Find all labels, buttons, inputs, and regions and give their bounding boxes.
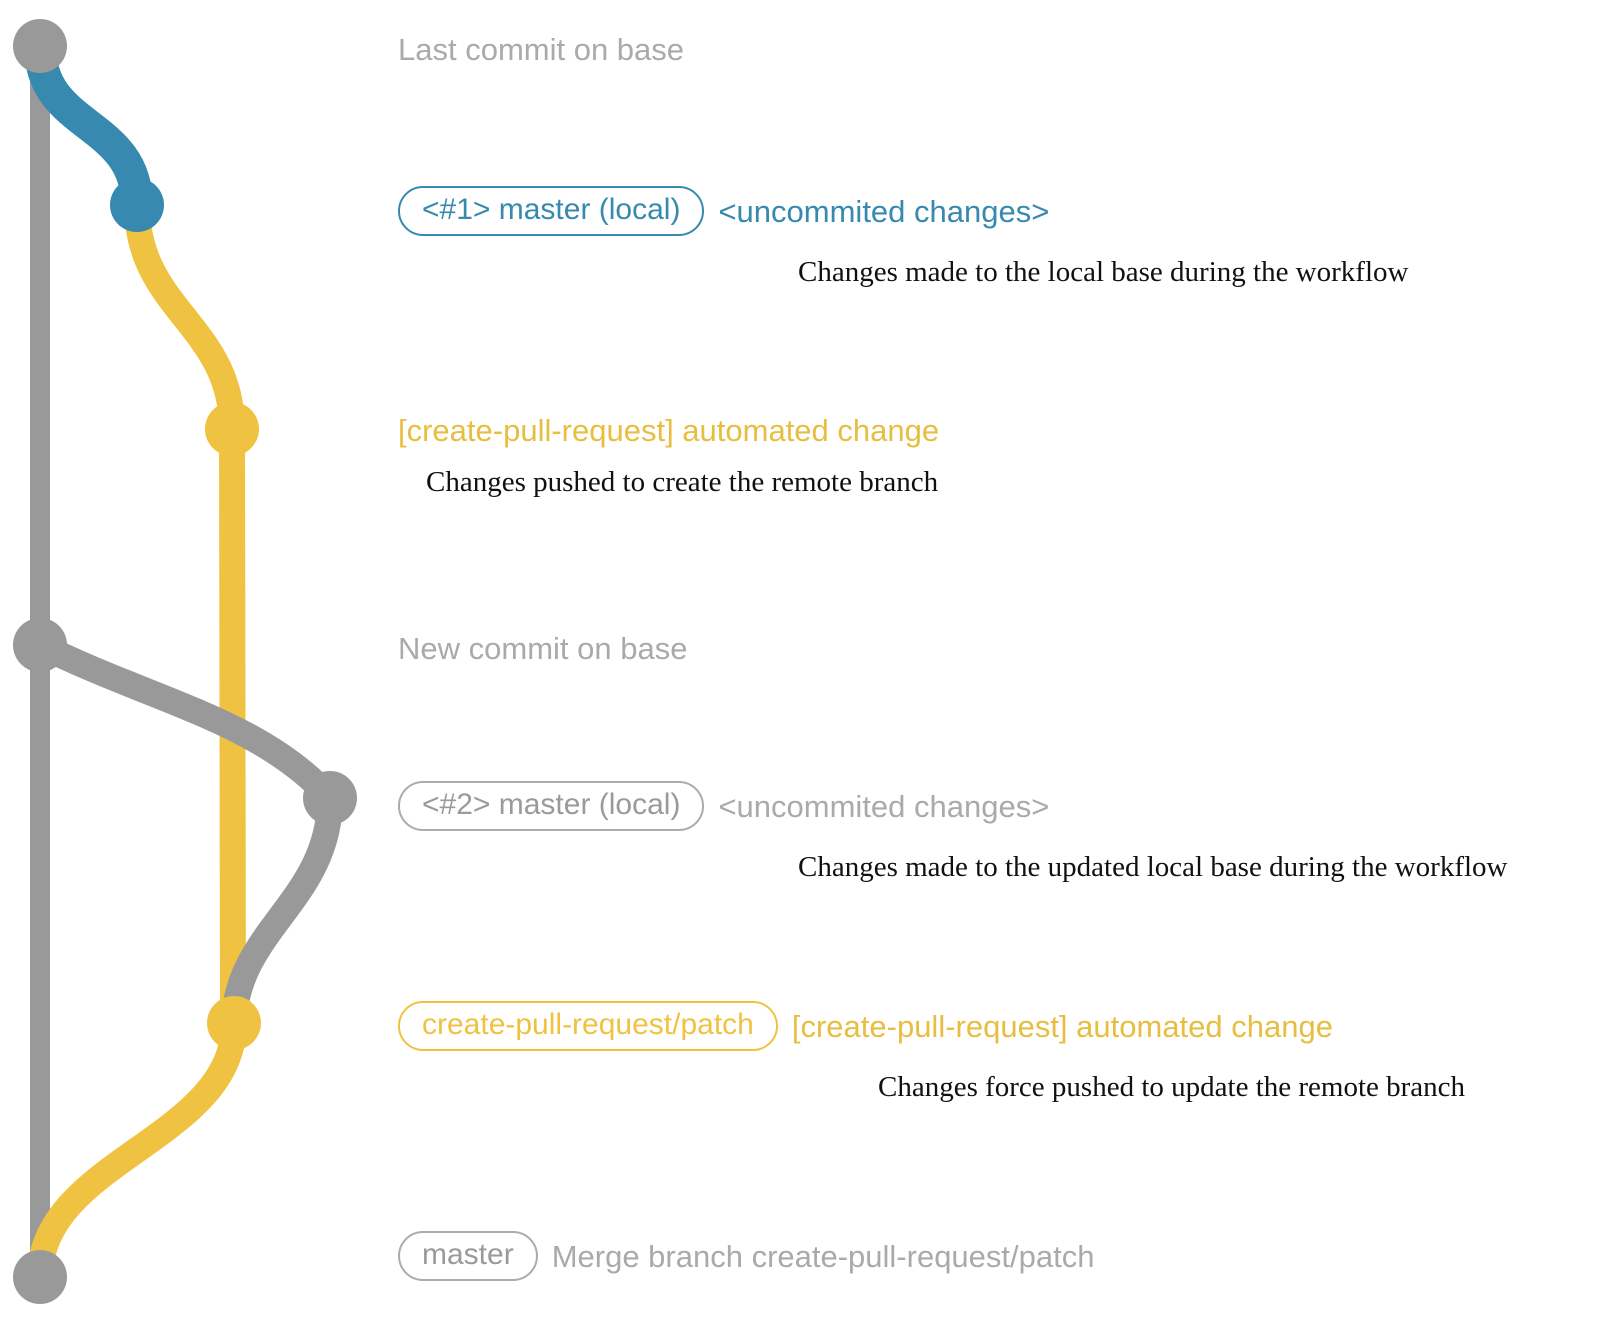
- commit-row-last-commit-on-base: Last commit on base: [398, 34, 684, 65]
- commit-subject: <uncommited changes>: [718, 193, 1050, 229]
- new-commit-on-base-node: [13, 618, 67, 672]
- commit-row-automated-change-1: [create-pull-request] automated change C…: [398, 415, 939, 497]
- git-graph: [13, 19, 357, 1304]
- local-branch-grey-edge-out: [27, 632, 343, 811]
- remote-branch-edge-1: [124, 192, 245, 442]
- ref-badge-master-local-1[interactable]: <#1> master (local): [398, 186, 705, 236]
- commit-note: Changes force pushed to update the remot…: [878, 1071, 1466, 1103]
- commit-headline: master Merge branch create-pull-request/…: [398, 1231, 1094, 1281]
- commit-headline: <#2> master (local) <uncommited changes>: [398, 781, 1508, 831]
- commit-row-new-commit-on-base: New commit on base: [398, 633, 687, 664]
- commit-note: Changes pushed to create the remote bran…: [426, 466, 939, 498]
- ref-badge-master-local-2[interactable]: <#2> master (local): [398, 781, 705, 831]
- remote-branch-merge-edge: [27, 1010, 247, 1290]
- commit-headline: [create-pull-request] automated change: [398, 415, 939, 446]
- commit-subject: New commit on base: [398, 631, 688, 666]
- merge-commit-node: [13, 1250, 67, 1304]
- commit-row-automated-change-2: create-pull-request/patch [create-pull-r…: [398, 1001, 1465, 1102]
- last-commit-on-base-node: [13, 19, 67, 73]
- remote-commit-2-node: [207, 996, 261, 1050]
- commit-subject: [create-pull-request] automated change: [791, 1008, 1333, 1044]
- commit-row-merge-commit: master Merge branch create-pull-request/…: [398, 1231, 1094, 1281]
- commit-subject: [create-pull-request] automated change: [398, 413, 940, 448]
- ref-badge-create-pull-request-patch[interactable]: create-pull-request/patch: [398, 1001, 778, 1051]
- commit-note: Changes made to the updated local base d…: [798, 851, 1508, 883]
- remote-commit-1-node: [205, 402, 259, 456]
- commit-headline: Last commit on base: [398, 34, 684, 65]
- commit-row-local-uncommitted-2: <#2> master (local) <uncommited changes>…: [398, 781, 1508, 882]
- local-branch-grey-edge-in: [221, 785, 343, 1036]
- commit-note: Changes made to the local base during th…: [798, 256, 1409, 288]
- local-commit-2-node: [303, 771, 357, 825]
- local-commit-1-node: [110, 178, 164, 232]
- ref-badge-master[interactable]: master: [398, 1231, 538, 1281]
- commit-headline: <#1> master (local) <uncommited changes>: [398, 186, 1408, 236]
- commit-row-local-uncommitted-1: <#1> master (local) <uncommited changes>…: [398, 186, 1408, 287]
- commit-headline: New commit on base: [398, 633, 687, 664]
- local-branch-blue-edge: [24, 30, 153, 221]
- commit-subject: Merge branch create-pull-request/patch: [551, 1238, 1095, 1274]
- commit-subject: Last commit on base: [398, 32, 685, 67]
- commit-subject: <uncommited changes>: [718, 788, 1050, 824]
- commit-headline: create-pull-request/patch [create-pull-r…: [398, 1001, 1465, 1051]
